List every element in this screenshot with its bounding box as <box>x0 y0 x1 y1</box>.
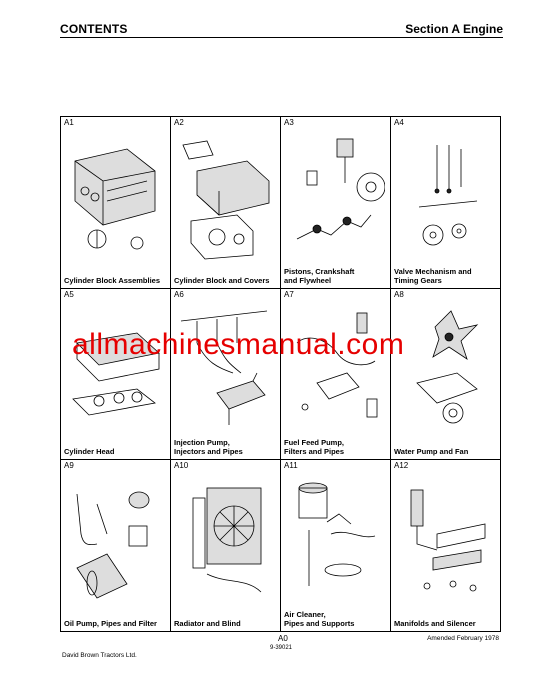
section-code: A6 <box>174 289 184 299</box>
section-title: Injection Pump, Injectors and Pipes <box>174 438 243 457</box>
section-code: A12 <box>394 461 409 471</box>
reference-number: 9-39021 <box>270 645 293 651</box>
section-cell-a1[interactable]: A1 Cylinder Block Assemblies <box>61 117 171 289</box>
oil-pump-filter-illustration <box>76 491 150 599</box>
contents-heading: CONTENTS <box>60 22 128 36</box>
piston-crankshaft-illustration <box>296 138 385 240</box>
section-title: Valve Mechanism and Timing Gears <box>394 266 472 285</box>
injection-pump-illustration <box>180 310 268 425</box>
section-code: A4 <box>394 118 404 127</box>
air-cleaner-illustration <box>298 482 376 587</box>
section-title: Cylinder Block and Covers <box>174 275 270 285</box>
section-code: A3 <box>284 118 294 127</box>
section-title: Pistons, Crankshaft and Flywheel <box>284 266 355 285</box>
section-cell-a12[interactable]: A12 Manifolds and Silencer <box>391 460 501 632</box>
section-code: A1 <box>64 118 74 127</box>
section-cell-a10[interactable]: A10 Radiator and Blind <box>171 460 281 632</box>
section-cell-a2[interactable]: A2 Cylinder Block and Covers <box>171 117 281 289</box>
section-title: Air Cleaner, Pipes and Supports <box>284 610 355 628</box>
cylinder-head-illustration <box>72 332 160 416</box>
section-code: A8 <box>394 289 404 299</box>
section-cell-a9[interactable]: A9 Oil Pump, Pipes and Filter <box>61 460 171 632</box>
page-code: A0 <box>278 634 288 643</box>
section-heading: Section A Engine <box>405 22 503 36</box>
section-code: A2 <box>174 118 184 127</box>
section-title: Cylinder Head <box>64 447 115 457</box>
amended-note: Amended February 1978 <box>427 635 499 642</box>
radiator-blind-illustration <box>192 487 262 593</box>
contents-grid: A1 Cylinder Block Assemblies A2 Cylinder… <box>60 116 501 632</box>
section-title: Fuel Feed Pump, Filters and Pipes <box>284 438 345 457</box>
block-covers-illustration <box>182 140 270 260</box>
valve-timing-illustration <box>418 145 478 246</box>
manifold-silencer-illustration <box>410 489 486 592</box>
page-header: CONTENTS Section A Engine <box>60 22 503 36</box>
section-cell-a5[interactable]: A5 Cylinder Head <box>61 288 171 461</box>
section-code: A9 <box>64 461 74 471</box>
section-code: A5 <box>64 289 74 299</box>
section-cell-a3[interactable]: A3 Pistons, Crankshaft and Flywheel <box>281 117 391 289</box>
header-rule <box>60 37 503 38</box>
section-title: Oil Pump, Pipes and Filter <box>64 619 157 628</box>
section-title: Cylinder Block Assemblies <box>64 275 161 285</box>
section-code: A11 <box>284 461 298 471</box>
section-code: A10 <box>174 461 189 471</box>
section-cell-a11[interactable]: A11 Air Cleaner, Pipes and Supports <box>281 460 391 632</box>
section-cell-a6[interactable]: A6 Injection Pump, Injectors and Pipes <box>171 288 281 461</box>
fuel-feed-illustration <box>296 312 378 418</box>
section-title: Radiator and Blind <box>174 619 241 628</box>
engine-block-illustration <box>74 148 156 250</box>
section-cell-a8[interactable]: A8 Water Pump and Fan <box>391 288 501 461</box>
section-title: Manifolds and Silencer <box>394 619 476 628</box>
section-cell-a7[interactable]: A7 Fuel Feed Pump, Filters and Pipes <box>281 288 391 461</box>
company-name: David Brown Tractors Ltd. <box>62 652 137 659</box>
water-pump-fan-illustration <box>416 309 479 424</box>
watermark-text: allmachinesmanual.com <box>72 328 405 361</box>
section-title: Water Pump and Fan <box>394 447 469 457</box>
section-code: A7 <box>284 289 294 299</box>
section-cell-a4[interactable]: A4 Valve Mechanism and Timing Gears <box>391 117 501 289</box>
